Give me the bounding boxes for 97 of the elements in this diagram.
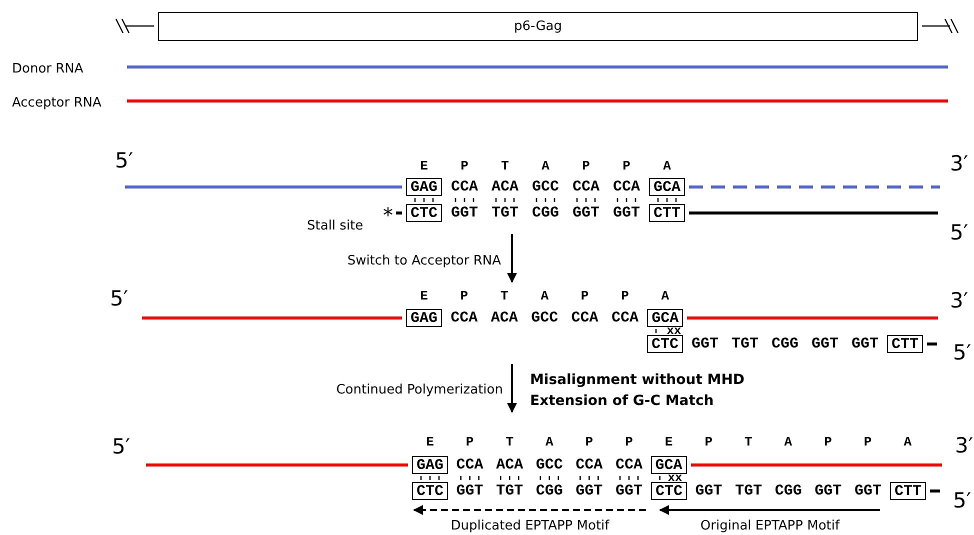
amino-acid-letter: P — [625, 436, 633, 448]
codon-box: CTT — [649, 204, 685, 222]
codon: GGT — [572, 206, 600, 220]
codon: CCA — [450, 310, 478, 326]
amino-acid-letter: P — [580, 290, 589, 302]
codon-box: GCA — [649, 178, 685, 196]
codon: GGT — [812, 336, 838, 352]
step-label: Stall site — [307, 220, 364, 232]
codon: CGG — [772, 336, 798, 352]
codon: CGG — [536, 484, 563, 498]
codon: CCA — [612, 310, 638, 326]
codon: GGT — [451, 206, 478, 220]
step-label: Switch to Acceptor RNA — [347, 254, 501, 268]
codon: GCC — [536, 458, 563, 472]
codon: GGT — [616, 484, 642, 498]
codon: GGT — [456, 484, 484, 498]
amino-acid-letter: T — [501, 160, 509, 172]
amino-acid-letter: P — [622, 160, 630, 172]
motif-label: Duplicated EPTAPP Motif — [450, 520, 610, 532]
mismatch-mark: xx — [666, 325, 682, 337]
codon: GGT — [576, 484, 603, 498]
codon-box: CTT — [887, 335, 923, 353]
codon: GGT — [692, 336, 718, 352]
mismatch-mark: xx — [668, 472, 682, 484]
amino-acid-letter: P — [460, 290, 468, 302]
codon: CCA — [576, 458, 603, 472]
amino-acid-letter: P — [621, 290, 629, 302]
codon: GGT — [854, 484, 882, 498]
amino-acid-letter: P — [824, 436, 832, 448]
codon: TGT — [492, 206, 518, 220]
codon-box: CTC — [647, 335, 683, 353]
codon: CGG — [774, 484, 802, 498]
codon: GCC — [531, 310, 558, 326]
strand-end-label: 3′ — [955, 436, 974, 456]
amino-acid-letter: P — [460, 160, 468, 172]
gene-region-box: p6-Gag — [158, 12, 918, 40]
amino-acid-letter: P — [704, 436, 712, 448]
strand-end-label: 5′ — [110, 288, 128, 310]
codon: TGT — [732, 336, 758, 352]
amino-acid-letter: T — [506, 436, 514, 448]
step-label: Misalignment without MHD — [530, 373, 745, 387]
codon: CCA — [613, 180, 640, 194]
codon-box: GAG — [412, 456, 448, 474]
codon-box: GCA — [647, 309, 684, 327]
motif-label: Original EPTAPP Motif — [700, 520, 840, 532]
codon: CCA — [571, 310, 598, 326]
amino-acid-letter: A — [904, 436, 912, 448]
codon-box: CTT — [890, 482, 926, 500]
codon-box: GCA — [650, 456, 687, 474]
codon: GGT — [852, 336, 878, 352]
codon: CCA — [456, 458, 484, 472]
codon: GGT — [695, 484, 722, 498]
amino-acid-letter: P — [864, 436, 872, 448]
codon-box: GAG — [406, 178, 442, 196]
strand-end-label: 5′ — [112, 436, 130, 458]
amino-acid-letter: T — [744, 436, 752, 448]
codon: GGT — [613, 206, 640, 220]
amino-acid-letter: E — [420, 160, 428, 172]
legend-label: Donor RNA — [12, 62, 84, 76]
codon: ACA — [496, 458, 524, 472]
strand-end-label: 5′ — [115, 150, 134, 172]
stall-asterisk: * — [383, 205, 393, 225]
codon: CCA — [572, 180, 600, 194]
amino-acid-letter: A — [784, 436, 792, 448]
legend-label: Acceptor RNA — [12, 96, 102, 110]
step-label: Continued Polymerization — [336, 384, 503, 396]
amino-acid-letter: A — [661, 290, 670, 302]
amino-acid-letter: E — [664, 436, 673, 448]
codon-box: CTC — [406, 204, 442, 222]
codon-box: GAG — [406, 309, 442, 327]
codon: CCA — [616, 458, 642, 472]
step-label: Extension of G-C Match — [530, 394, 714, 408]
codon: CCA — [451, 180, 478, 194]
amino-acid-letter: E — [426, 436, 434, 448]
codon: TGT — [735, 484, 762, 498]
amino-acid-letter: P — [466, 436, 474, 448]
amino-acid-letter: A — [663, 160, 671, 172]
codon: TGT — [496, 484, 524, 498]
codon: GGT — [814, 484, 842, 498]
amino-acid-letter: A — [545, 436, 554, 448]
amino-acid-letter: P — [585, 436, 594, 448]
strand-end-label: 5′ — [950, 222, 968, 244]
amino-acid-letter: P — [582, 160, 590, 172]
amino-acid-letter: A — [542, 160, 550, 172]
amino-acid-letter: E — [420, 290, 428, 302]
strand-end-label: 3′ — [950, 154, 968, 174]
codon-box: CTC — [412, 482, 448, 500]
codon-box: CTC — [651, 482, 687, 500]
codon: ACA — [490, 310, 518, 326]
amino-acid-letter: A — [540, 290, 548, 302]
strand-end-label: 3′ — [950, 290, 968, 312]
codon: CGG — [532, 206, 559, 220]
codon: GCC — [532, 180, 559, 194]
amino-acid-letter: T — [500, 290, 508, 302]
strand-end-label: 5′ — [953, 490, 972, 512]
codon: ACA — [492, 180, 518, 194]
strand-end-label: 5′ — [953, 342, 972, 364]
